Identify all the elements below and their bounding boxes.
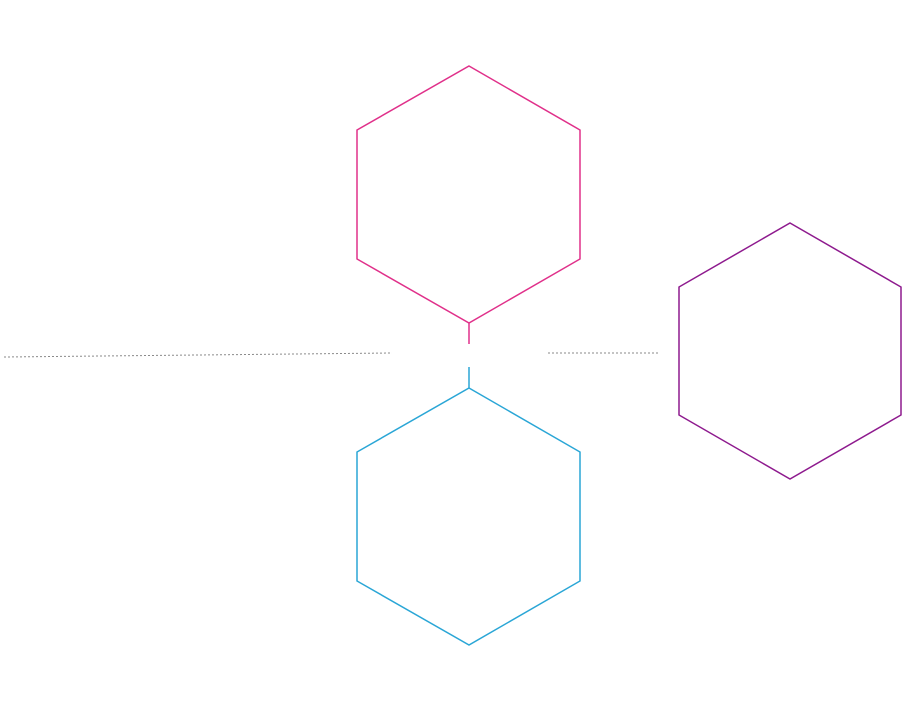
- top-hexagon: [356, 65, 581, 324]
- bottom-hexagon: [356, 387, 581, 646]
- right-hexagon: [678, 222, 902, 480]
- left-guide-line: [3, 352, 393, 358]
